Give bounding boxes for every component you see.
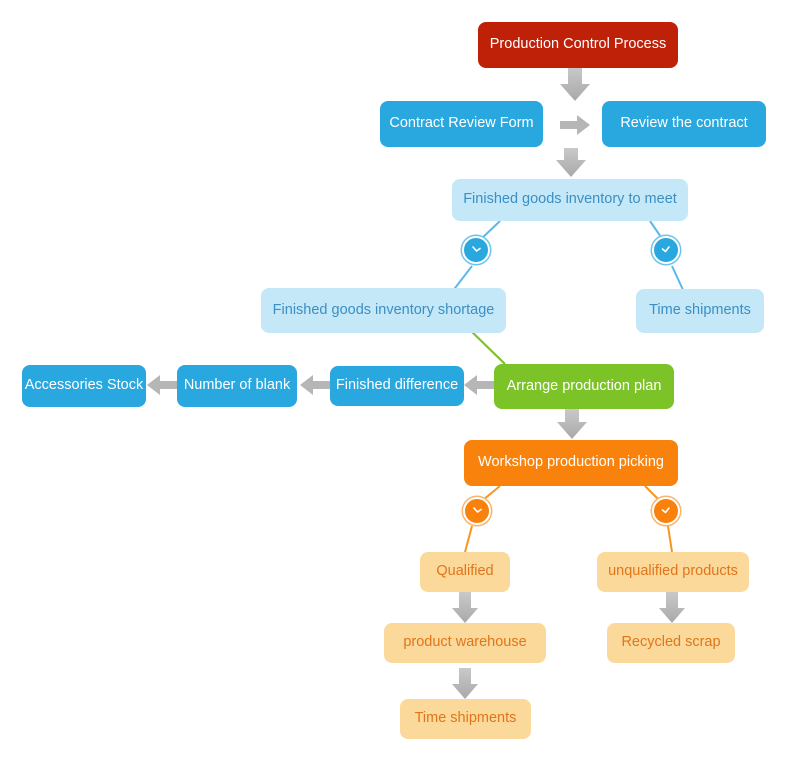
edge-arrow-down-qualified-to-warehouse	[452, 592, 478, 623]
node-finished-goods-inventory-to-meet[interactable]: Finished goods inventory to meet	[452, 179, 688, 221]
node-label: unqualified products	[608, 563, 738, 580]
node-review-the-contract[interactable]: Review the contract	[602, 101, 766, 147]
node-time-shipments-upper[interactable]: Time shipments	[636, 289, 764, 333]
edge-arrow-left-difference-to-blank	[300, 375, 330, 395]
node-label: product warehouse	[403, 634, 527, 651]
node-workshop-production-picking[interactable]: Workshop production picking	[464, 440, 678, 486]
edge-arrow-down-contract-to-inventory	[556, 148, 586, 177]
node-label: Finished goods inventory shortage	[272, 301, 495, 318]
node-contract-review-form[interactable]: Contract Review Form	[380, 101, 543, 147]
node-time-shipments-lower[interactable]: Time shipments	[400, 699, 531, 739]
node-label: Number of blank	[183, 377, 291, 394]
node-label: Arrange production plan	[506, 377, 662, 394]
node-label: Workshop production picking	[478, 454, 664, 471]
edge-line-inventory-to-shortage	[451, 220, 501, 293]
node-label: Time shipments	[414, 710, 517, 727]
node-production-control-process[interactable]: Production Control Process	[478, 22, 678, 68]
node-unqualified-products[interactable]: unqualified products	[597, 552, 749, 592]
node-label: Contract Review Form	[389, 115, 534, 132]
clock-arrow-icon	[658, 503, 674, 519]
node-number-of-blank[interactable]: Number of blank	[177, 365, 297, 407]
edge-arrow-down-unqualified-to-scrap	[659, 592, 685, 623]
node-label: Accessories Stock	[24, 377, 144, 394]
node-qualified[interactable]: Qualified	[420, 552, 510, 592]
edge-arrow-left-plan-to-difference	[464, 375, 494, 395]
node-label: Finished goods inventory to meet	[463, 191, 677, 208]
edge-arrow-right-contract-to-review	[560, 115, 590, 135]
node-arrange-production-plan[interactable]: Arrange production plan	[494, 364, 674, 409]
edge-line-workshop-to-qualified	[464, 485, 501, 553]
node-label: Recycled scrap	[621, 634, 721, 651]
marker-inventory-ok[interactable]	[652, 236, 680, 264]
edge-line-shortage-to-production-plan	[469, 329, 506, 365]
marker-inventory-shortage[interactable]	[462, 236, 490, 264]
clock-arrow-icon	[468, 242, 484, 258]
node-product-warehouse[interactable]: product warehouse	[384, 623, 546, 663]
node-label: Review the contract	[620, 115, 748, 132]
node-label: Finished difference	[335, 377, 459, 394]
edge-arrow-down-plan-to-workshop	[557, 409, 587, 439]
marker-qualified[interactable]	[463, 497, 491, 525]
node-finished-goods-inventory-shortage[interactable]: Finished goods inventory shortage	[261, 288, 506, 333]
edge-line-workshop-to-unqualified	[644, 485, 673, 553]
marker-unqualified[interactable]	[652, 497, 680, 525]
node-finished-difference[interactable]: Finished difference	[330, 366, 464, 406]
node-label: Production Control Process	[489, 36, 667, 53]
node-label: Time shipments	[649, 302, 751, 319]
node-recycled-scrap[interactable]: Recycled scrap	[607, 623, 735, 663]
node-accessories-stock[interactable]: Accessories Stock	[22, 365, 146, 407]
edge-arrow-down-process-to-contract	[560, 66, 590, 101]
edge-arrow-left-blank-to-stock	[147, 375, 177, 395]
edge-arrow-down-warehouse-to-shipments	[452, 668, 478, 699]
clock-arrow-icon	[469, 503, 485, 519]
clock-arrow-icon	[658, 242, 674, 258]
node-label: Qualified	[436, 563, 494, 580]
